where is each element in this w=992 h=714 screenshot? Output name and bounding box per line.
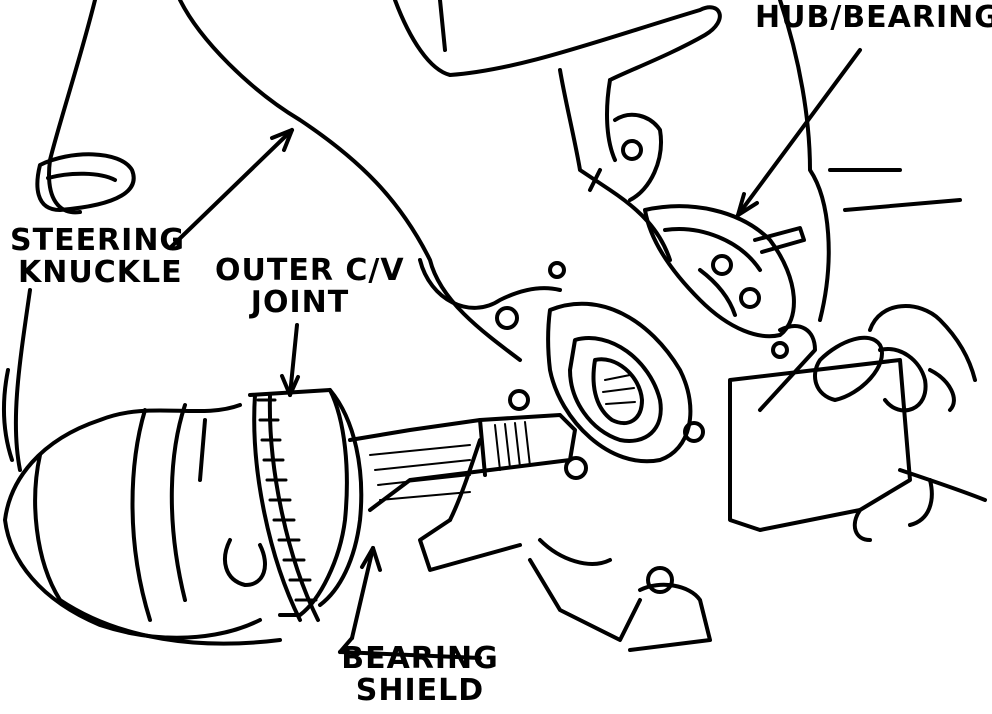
hub-bearing-drawing xyxy=(546,204,806,464)
outer-cv-joint-line1: OUTER C/V xyxy=(215,253,405,288)
right-hand-drawing xyxy=(728,0,987,542)
bearing-shield-line1: BEARING xyxy=(341,641,499,676)
bearing-shield-line2: SHIELD xyxy=(355,673,485,708)
outer-cv-joint-label: OUTER C/V JOINT xyxy=(215,253,405,320)
leader-lines xyxy=(168,48,862,660)
steering-knuckle-label: STEERING KNUCKLE xyxy=(10,225,185,289)
outer-cv-joint-line2: JOINT xyxy=(250,285,350,320)
steering-knuckle-line2: KNUCKLE xyxy=(18,255,183,290)
steering-knuckle-line1: STEERING xyxy=(10,223,186,258)
axle-shaft-drawing xyxy=(348,413,577,512)
cv-joint-drawing xyxy=(3,388,364,646)
left-hand-drawing xyxy=(1,0,136,472)
bearing-shield-label: BEARING SHIELD xyxy=(340,643,500,707)
hub-bearing-label: HUB/BEARING xyxy=(755,0,992,35)
steering-knuckle-drawing xyxy=(178,0,722,652)
